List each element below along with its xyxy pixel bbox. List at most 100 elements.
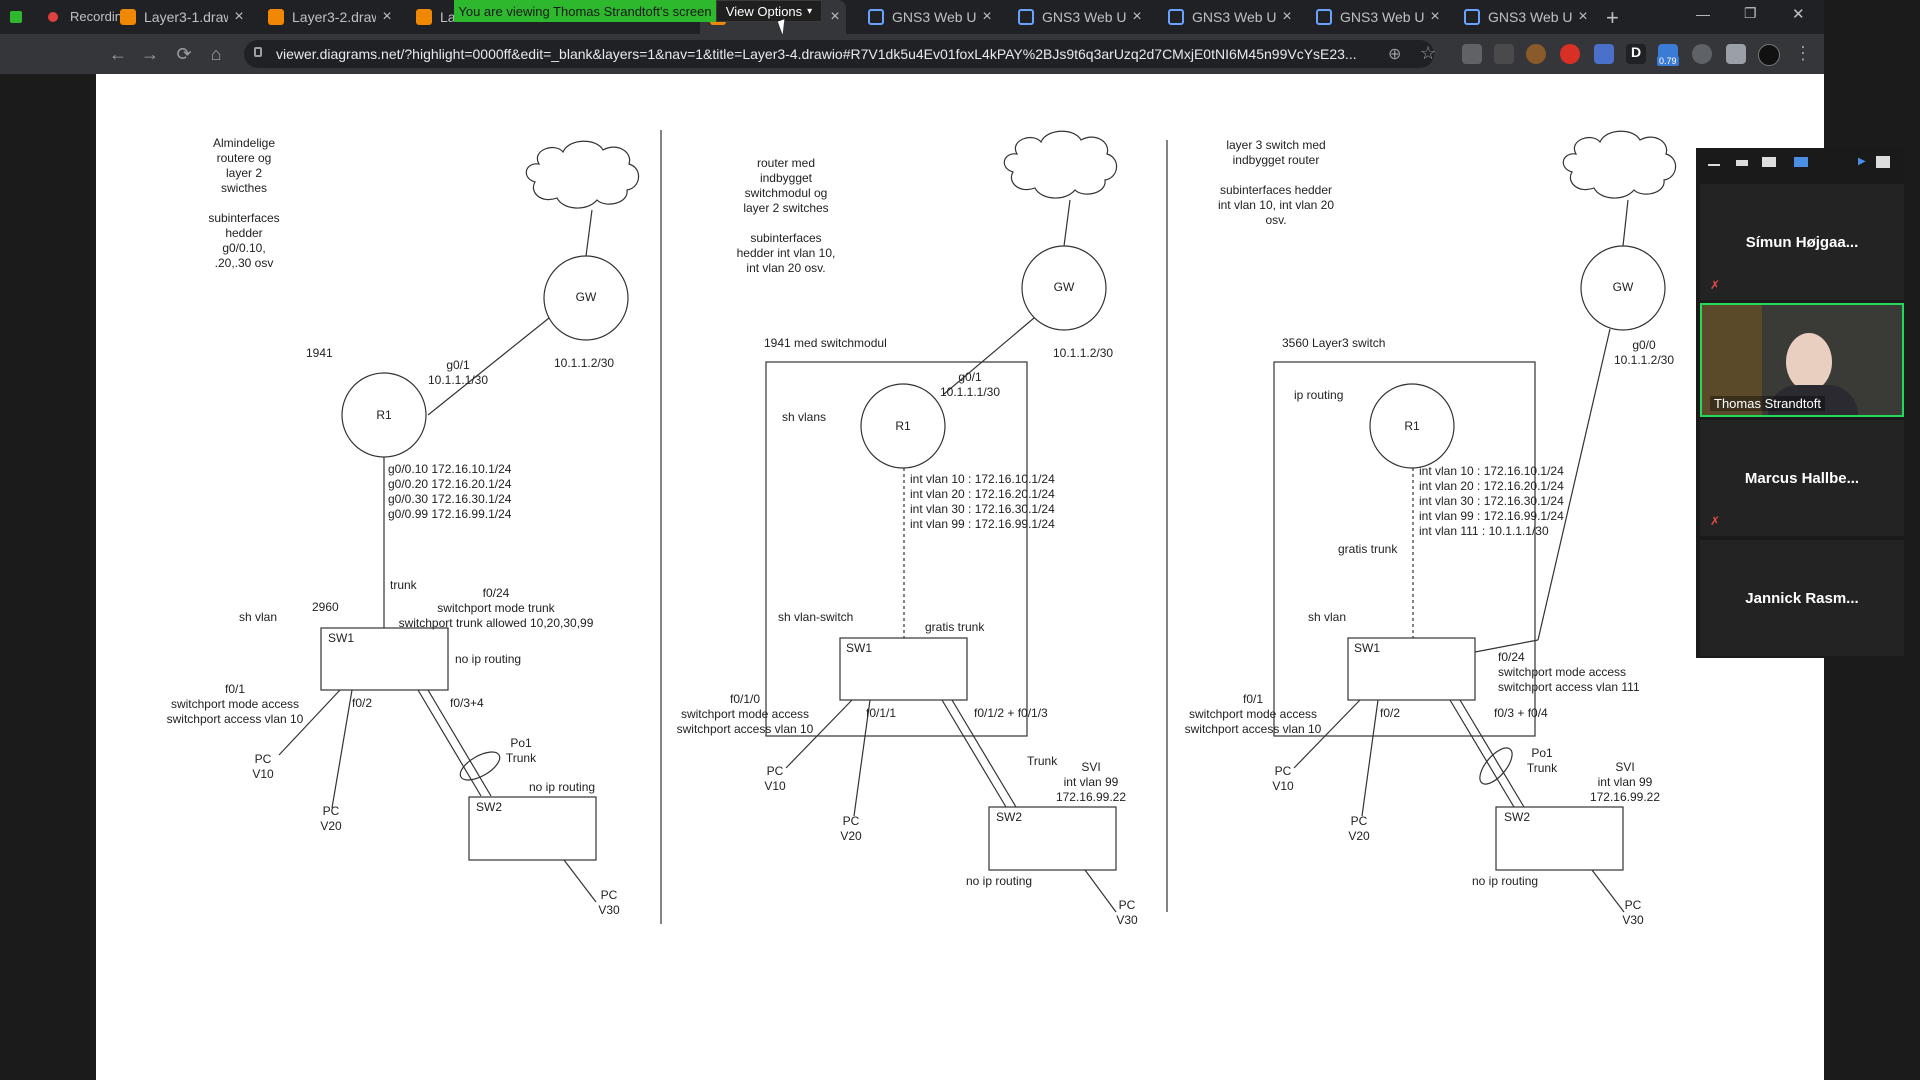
sw2-box[interactable]	[1495, 806, 1624, 871]
new-tab-button[interactable]: +	[1606, 5, 1619, 30]
po1-label: Po1 Trunk	[505, 736, 537, 765]
f011-label: f0/1/1	[866, 706, 897, 720]
next-page-icon[interactable]: ▶	[1858, 156, 1866, 167]
switch-model-label: 2960	[312, 600, 339, 614]
tab-gns3-5[interactable]: GNS3 Web UI×	[1454, 0, 1594, 34]
participant-panel-toolbar: ▶	[1696, 148, 1904, 180]
vpn-extension-icon[interactable]	[1692, 44, 1712, 64]
svi-label: SVI int vlan 99 172.16.99.22	[1589, 760, 1661, 804]
close-icon[interactable]: ×	[1132, 8, 1142, 25]
link-line	[1449, 699, 1515, 808]
r1-node[interactable]	[860, 383, 946, 469]
reload-button[interactable]: ⟳	[176, 44, 192, 64]
router-model-label: 1941	[306, 346, 333, 360]
extension-icon[interactable]	[1494, 44, 1514, 64]
f01-label: f0/1 switchport mode access switchport a…	[166, 682, 304, 726]
drawio-icon	[268, 9, 284, 25]
home-button[interactable]: ⌂	[210, 44, 222, 64]
strip-view-icon[interactable]	[1736, 160, 1748, 166]
f02-label: f0/2	[1380, 706, 1401, 720]
close-icon[interactable]: ×	[1282, 8, 1292, 25]
speaker-view-icon[interactable]	[1762, 157, 1776, 167]
gallery-view-icon[interactable]	[1794, 157, 1808, 167]
sw1-box[interactable]	[839, 637, 968, 701]
close-icon[interactable]: ×	[382, 8, 392, 25]
sw2-label: SW2	[1504, 810, 1531, 824]
gns3-icon	[1316, 9, 1332, 25]
participant-tile[interactable]: Símun Højgaa...	[1700, 184, 1904, 300]
sw1-label: SW1	[328, 631, 355, 645]
sw1-box[interactable]	[320, 627, 449, 691]
minimize-button[interactable]: —	[1696, 6, 1710, 22]
link-line	[1084, 869, 1117, 913]
view-options-label: View Options	[725, 3, 803, 19]
pc-v20-label: PC V20	[320, 804, 342, 833]
puzzle-icon[interactable]	[1726, 44, 1746, 64]
link-line	[1459, 699, 1525, 808]
sw2-box[interactable]	[468, 796, 597, 861]
sw1-box[interactable]	[1347, 637, 1476, 701]
adblock-icon[interactable]	[1560, 44, 1580, 64]
model-label: 1941 med switchmodul	[764, 336, 887, 350]
no-ip-routing-label: no ip routing	[966, 874, 1033, 888]
video-background-shape	[1702, 305, 1762, 415]
shield-icon	[10, 11, 22, 23]
forward-button[interactable]: →	[141, 44, 159, 64]
close-icon[interactable]: ×	[830, 8, 840, 25]
pc-v30-label: PC V30	[598, 888, 620, 917]
link-line	[563, 859, 597, 903]
tab-gns3-4[interactable]: GNS3 Web UI×	[1306, 0, 1446, 34]
back-button[interactable]: ←	[109, 44, 127, 64]
omnibox[interactable]	[244, 40, 1434, 68]
close-icon[interactable]: ×	[982, 8, 992, 25]
r1-label: R1	[1404, 419, 1420, 433]
gw-ip-label: 10.1.1.2/30	[1053, 346, 1114, 360]
active-speaker-video[interactable]	[1700, 303, 1904, 417]
link-line	[941, 699, 1007, 808]
minimize-view-icon[interactable]	[1708, 164, 1720, 166]
d-extension-icon[interactable]: D	[1626, 44, 1646, 64]
restore-button[interactable]: ❐	[1744, 5, 1757, 21]
close-icon[interactable]: ×	[234, 8, 244, 25]
cookie-extension-icon[interactable]	[1526, 44, 1546, 64]
participant-tile[interactable]: Jannick Rasm...	[1700, 540, 1904, 656]
sw2-box[interactable]	[988, 806, 1117, 871]
avatar[interactable]	[1758, 44, 1780, 66]
reader-icon[interactable]	[1462, 44, 1482, 64]
close-window-button[interactable]: ✕	[1792, 6, 1805, 23]
pc-v20-label: PC V20	[840, 814, 862, 843]
tab-gns3-3[interactable]: GNS3 Web UI×	[1158, 0, 1298, 34]
gw-node[interactable]	[1021, 245, 1107, 331]
fullscreen-icon[interactable]	[1876, 156, 1890, 168]
gw-ip-label: g0/0 10.1.1.2/30	[1613, 338, 1675, 367]
tab-gns3-2[interactable]: GNS3 Web UI×	[1008, 0, 1148, 34]
tab-layer3-2[interactable]: Layer3-2.drawio×	[258, 0, 398, 34]
gratis-trunk-label: gratis trunk	[1338, 542, 1398, 556]
tab-layer3-3[interactable]: Lay	[406, 0, 456, 34]
star-extension-icon[interactable]	[1594, 44, 1614, 64]
sh-vlan-label: sh vlan	[239, 610, 278, 624]
r1-node[interactable]	[1369, 383, 1455, 469]
participant-tile[interactable]: Marcus Hallbe...	[1700, 420, 1904, 536]
kebab-menu-icon[interactable]: ⋮	[1794, 43, 1812, 63]
tab-gns3-1[interactable]: GNS3 Web UI×	[858, 0, 998, 34]
close-icon[interactable]: ×	[1430, 8, 1440, 25]
bookmark-star-icon[interactable]: ☆	[1420, 43, 1437, 63]
extension-badge: 0.79	[1657, 56, 1679, 66]
close-icon[interactable]: ×	[1578, 8, 1588, 25]
gw-ip-label: 10.1.1.2/30	[554, 356, 615, 370]
gw-node[interactable]	[1580, 245, 1666, 331]
chevron-down-icon: ▾	[807, 5, 813, 17]
sh-vlan-label: sh vlan	[1308, 610, 1347, 624]
zoom-icon[interactable]: ⊕	[1388, 46, 1402, 63]
link-line	[1591, 869, 1625, 913]
participant-name: Símun Højgaa...	[1745, 233, 1859, 251]
url-text[interactable]: viewer.diagrams.net/?highlight=0000ff&ed…	[276, 46, 1357, 62]
view-options-button[interactable]: View Options ▾	[716, 0, 822, 22]
diagram-shapes	[278, 130, 1677, 924]
f0123-label: f0/1/2 + f0/1/3	[974, 706, 1048, 720]
tab-layer3-1[interactable]: Layer3-1.drawio×	[110, 0, 250, 34]
link-line	[1063, 199, 1071, 247]
cloud-shape	[525, 140, 640, 209]
gw-node[interactable]	[543, 255, 629, 341]
